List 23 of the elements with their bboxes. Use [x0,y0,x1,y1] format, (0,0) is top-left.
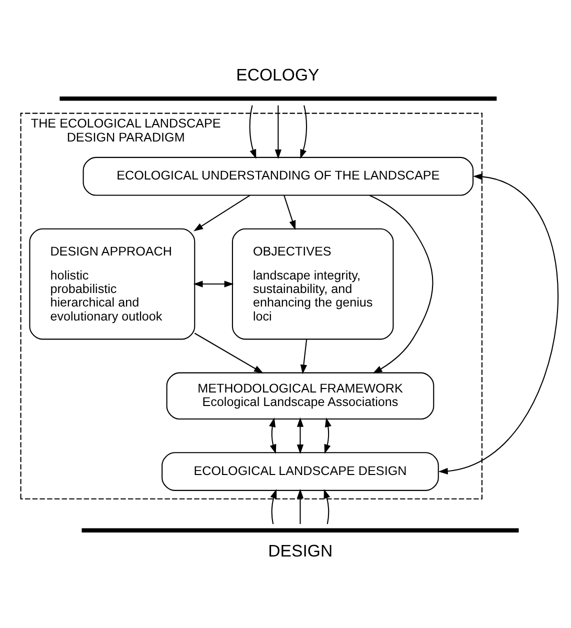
arrow [269,416,276,454]
node-box: DESIGN APPROACH holistic probabilistic hierarchical and evolutionary outlook [29,228,196,340]
arrow [249,104,256,158]
arrow [194,332,264,373]
node-text: ECOLOGY [236,65,320,84]
arrow [274,104,282,158]
arrow [324,488,330,524]
arrow [194,194,250,231]
arrow [369,194,434,374]
node-box: ECOLOGICAL UNDERSTANDING OF THE LANDSCAPE [82,156,474,196]
arrow [296,416,304,454]
arrow [438,172,558,474]
node-text: DESIGN [268,540,333,560]
arrow [270,488,277,524]
arrow [193,280,234,287]
arrow [296,488,304,524]
arrow [324,416,332,454]
node-box: ECOLOGICAL LANDSCAPE DESIGN [162,452,439,490]
arrow [300,104,308,158]
node-box: OBJECTIVES landscape integrity, sustainability, and enhancing the genius loci [232,228,394,340]
node-box: METHODOLOGICAL FRAMEWORK Ecological Landscape Associations [166,372,434,420]
arrow [284,194,296,230]
arrow [300,338,308,374]
